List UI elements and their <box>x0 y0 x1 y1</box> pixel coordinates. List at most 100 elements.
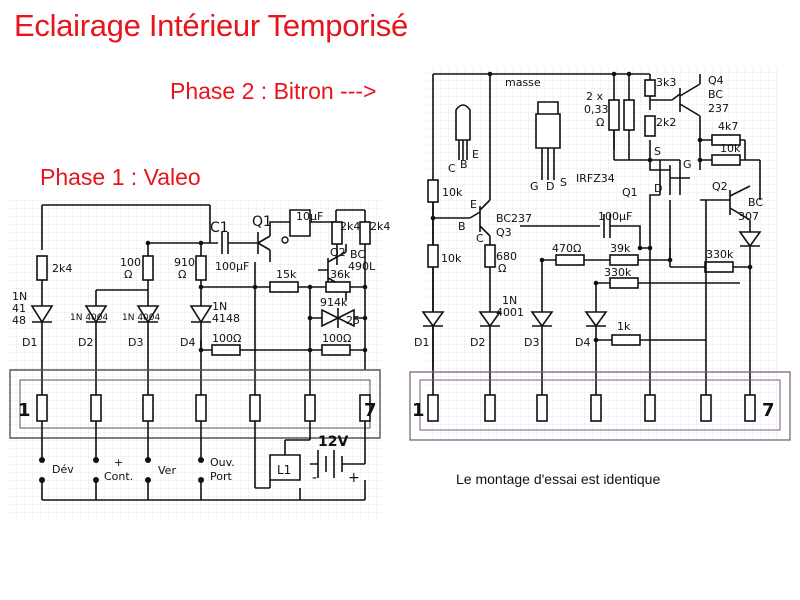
p2-q3-c: C <box>476 232 484 245</box>
p1-pin-7: 7 <box>364 400 377 421</box>
p2-label-d4: D4 <box>575 336 590 349</box>
p2-label-39k: 39k <box>610 242 631 255</box>
p2-label-q4-type1: BC <box>708 88 723 101</box>
p2-label-d3: D3 <box>524 336 539 349</box>
phase2-heading: Phase 2 : Bitron ---> <box>170 78 377 104</box>
p2-label-d1: D1 <box>414 336 429 349</box>
p2-label-bc237: BC237 <box>496 212 532 225</box>
p2-label-3k3: 3k3 <box>656 76 676 89</box>
p1-label-d3-type: 1N 4004 <box>122 313 160 323</box>
p1-switch-cont-plus: + <box>114 456 123 469</box>
p1-top-rail <box>41 204 210 250</box>
p1-label-d4-type1: 1N <box>212 300 227 313</box>
p1-label-12v: 12V <box>318 434 348 450</box>
p2-label-680-ohm: Ω <box>498 262 506 275</box>
p1-label-100-a: 100Ω <box>212 332 241 345</box>
p2-to92-c: C <box>448 162 456 175</box>
p2-to92-e: E <box>472 148 479 161</box>
p2-label-pin-d: D <box>654 182 662 195</box>
p1-label-100-b: 100Ω <box>322 332 351 345</box>
p2-label-330k-a: 330k <box>604 266 632 279</box>
p2-label-470: 470Ω <box>552 242 581 255</box>
p2-label-q1: Q1 <box>622 186 638 199</box>
p2-label-100uf: 100µF <box>598 210 632 223</box>
p2-label-pin-s: S <box>654 145 661 158</box>
p2-label-1k: 1k <box>617 320 631 333</box>
p2-label-680: 680 <box>496 250 517 263</box>
phase1-schematic: C1 Q1 10µF 2k4 2k4 Q2 BC 490L 2k4 100 Ω … <box>9 200 390 520</box>
p1-label-lamp: L1 <box>277 463 291 477</box>
p2-label-10k-b: 10k <box>442 186 463 199</box>
p2-label-q2-type1: BC <box>748 196 763 209</box>
p1-label-bat-minus: - <box>312 470 317 486</box>
p2-label-10k-c: 10k <box>441 252 462 265</box>
p2-pin-1: 1 <box>412 400 425 421</box>
p2-label-pin-g: G <box>683 158 692 171</box>
p1-label-2k4-b: 2k4 <box>370 220 390 233</box>
p1-label-d1-type1: 1N <box>12 290 27 303</box>
p1-label-914k: 914k <box>320 296 348 309</box>
p1-label-q2-type1: BC <box>350 248 365 261</box>
p1-label-d1-type2: 41 <box>12 302 26 315</box>
p2-label-q2-type2: 307 <box>738 210 759 223</box>
p2-q3-b: B <box>458 220 466 233</box>
p2-label-q3: Q3 <box>496 226 512 239</box>
p2-label-d2: D2 <box>470 336 485 349</box>
p2-label-1n: 1N <box>502 294 517 307</box>
p1-label-c1: C1 <box>210 220 229 236</box>
p1-label-100uf: 100µF <box>215 260 249 273</box>
p2-q3-e: E <box>470 198 477 211</box>
p2-pkg-s: S <box>560 176 567 189</box>
p1-label-q2-type2: 490L <box>348 260 376 273</box>
p1-switch-ouv: Ouv. <box>210 456 235 469</box>
p2-pkg-d: D <box>546 180 554 193</box>
p1-label-100-ohm: Ω <box>124 268 132 281</box>
p1-label-25: 25 <box>346 314 360 327</box>
p1-switch-ver: Ver <box>158 464 176 477</box>
test-setup-note: Le montage d'essai est identique <box>456 471 661 487</box>
p1-label-d4-type2: 4148 <box>212 312 240 325</box>
p1-pin-1: 1 <box>18 400 31 421</box>
p2-to92-b: B <box>460 158 468 171</box>
phase2-schematic: masse 3k3 Q4 BC 237 2 x 0,33 Ω 2k2 4k7 1… <box>409 68 791 441</box>
p1-label-910: 910 <box>174 256 195 269</box>
p1-label-d2: D2 <box>78 336 93 349</box>
p2-label-330k-b: 330k <box>706 248 734 261</box>
phase1-heading: Phase 1 : Valeo <box>40 164 201 190</box>
p2-pkg-g: G <box>530 180 539 193</box>
p2-label-4k7: 4k7 <box>718 120 738 133</box>
p2-label-033-ohm: Ω <box>596 116 604 129</box>
p1-label-q1: Q1 <box>252 214 272 230</box>
p1-switch-dev: Dév <box>52 463 74 476</box>
p2-label-10k-a: 10k <box>720 142 741 155</box>
p1-diodes <box>30 305 213 395</box>
p2-label-2x: 2 x <box>586 90 603 103</box>
p1-label-2k4-left: 2k4 <box>52 262 72 275</box>
p1-label-d1: D1 <box>22 336 37 349</box>
p1-label-d1-type3: 48 <box>12 314 26 327</box>
p1-label-910-ohm: Ω <box>178 268 186 281</box>
p2-diodes <box>421 311 608 395</box>
p2-label-q4-type2: 237 <box>708 102 729 115</box>
p1-label-d3: D3 <box>128 336 143 349</box>
p1-switch-port: Port <box>210 470 232 483</box>
p2-label-033: 0,33 <box>584 103 609 116</box>
p2-label-q4: Q4 <box>708 74 724 87</box>
p1-label-15k: 15k <box>276 268 297 281</box>
p1-switch-cont: Cont. <box>104 470 133 483</box>
p2-label-q2: Q2 <box>712 180 728 193</box>
p2-label-4001: 4001 <box>496 306 524 319</box>
p1-label-2k4-a: 2k4 <box>340 220 360 233</box>
p1-label-d2-type: 1N 4004 <box>70 313 108 323</box>
p1-label-10uf: 10µF <box>296 210 323 223</box>
phase1-grid-paper <box>10 200 382 520</box>
page-title: Eclairage Intérieur Temporisé <box>14 8 408 43</box>
p2-pin-7: 7 <box>762 400 775 421</box>
p1-label-36k: 36k <box>330 268 351 281</box>
p2-label-2k2: 2k2 <box>656 116 676 129</box>
p1-label-q2: Q2 <box>330 246 346 259</box>
p2-label-irfz34: IRFZ34 <box>576 172 615 185</box>
p2-label-masse: masse <box>505 76 541 89</box>
p1-label-bat-plus: + <box>348 470 360 486</box>
